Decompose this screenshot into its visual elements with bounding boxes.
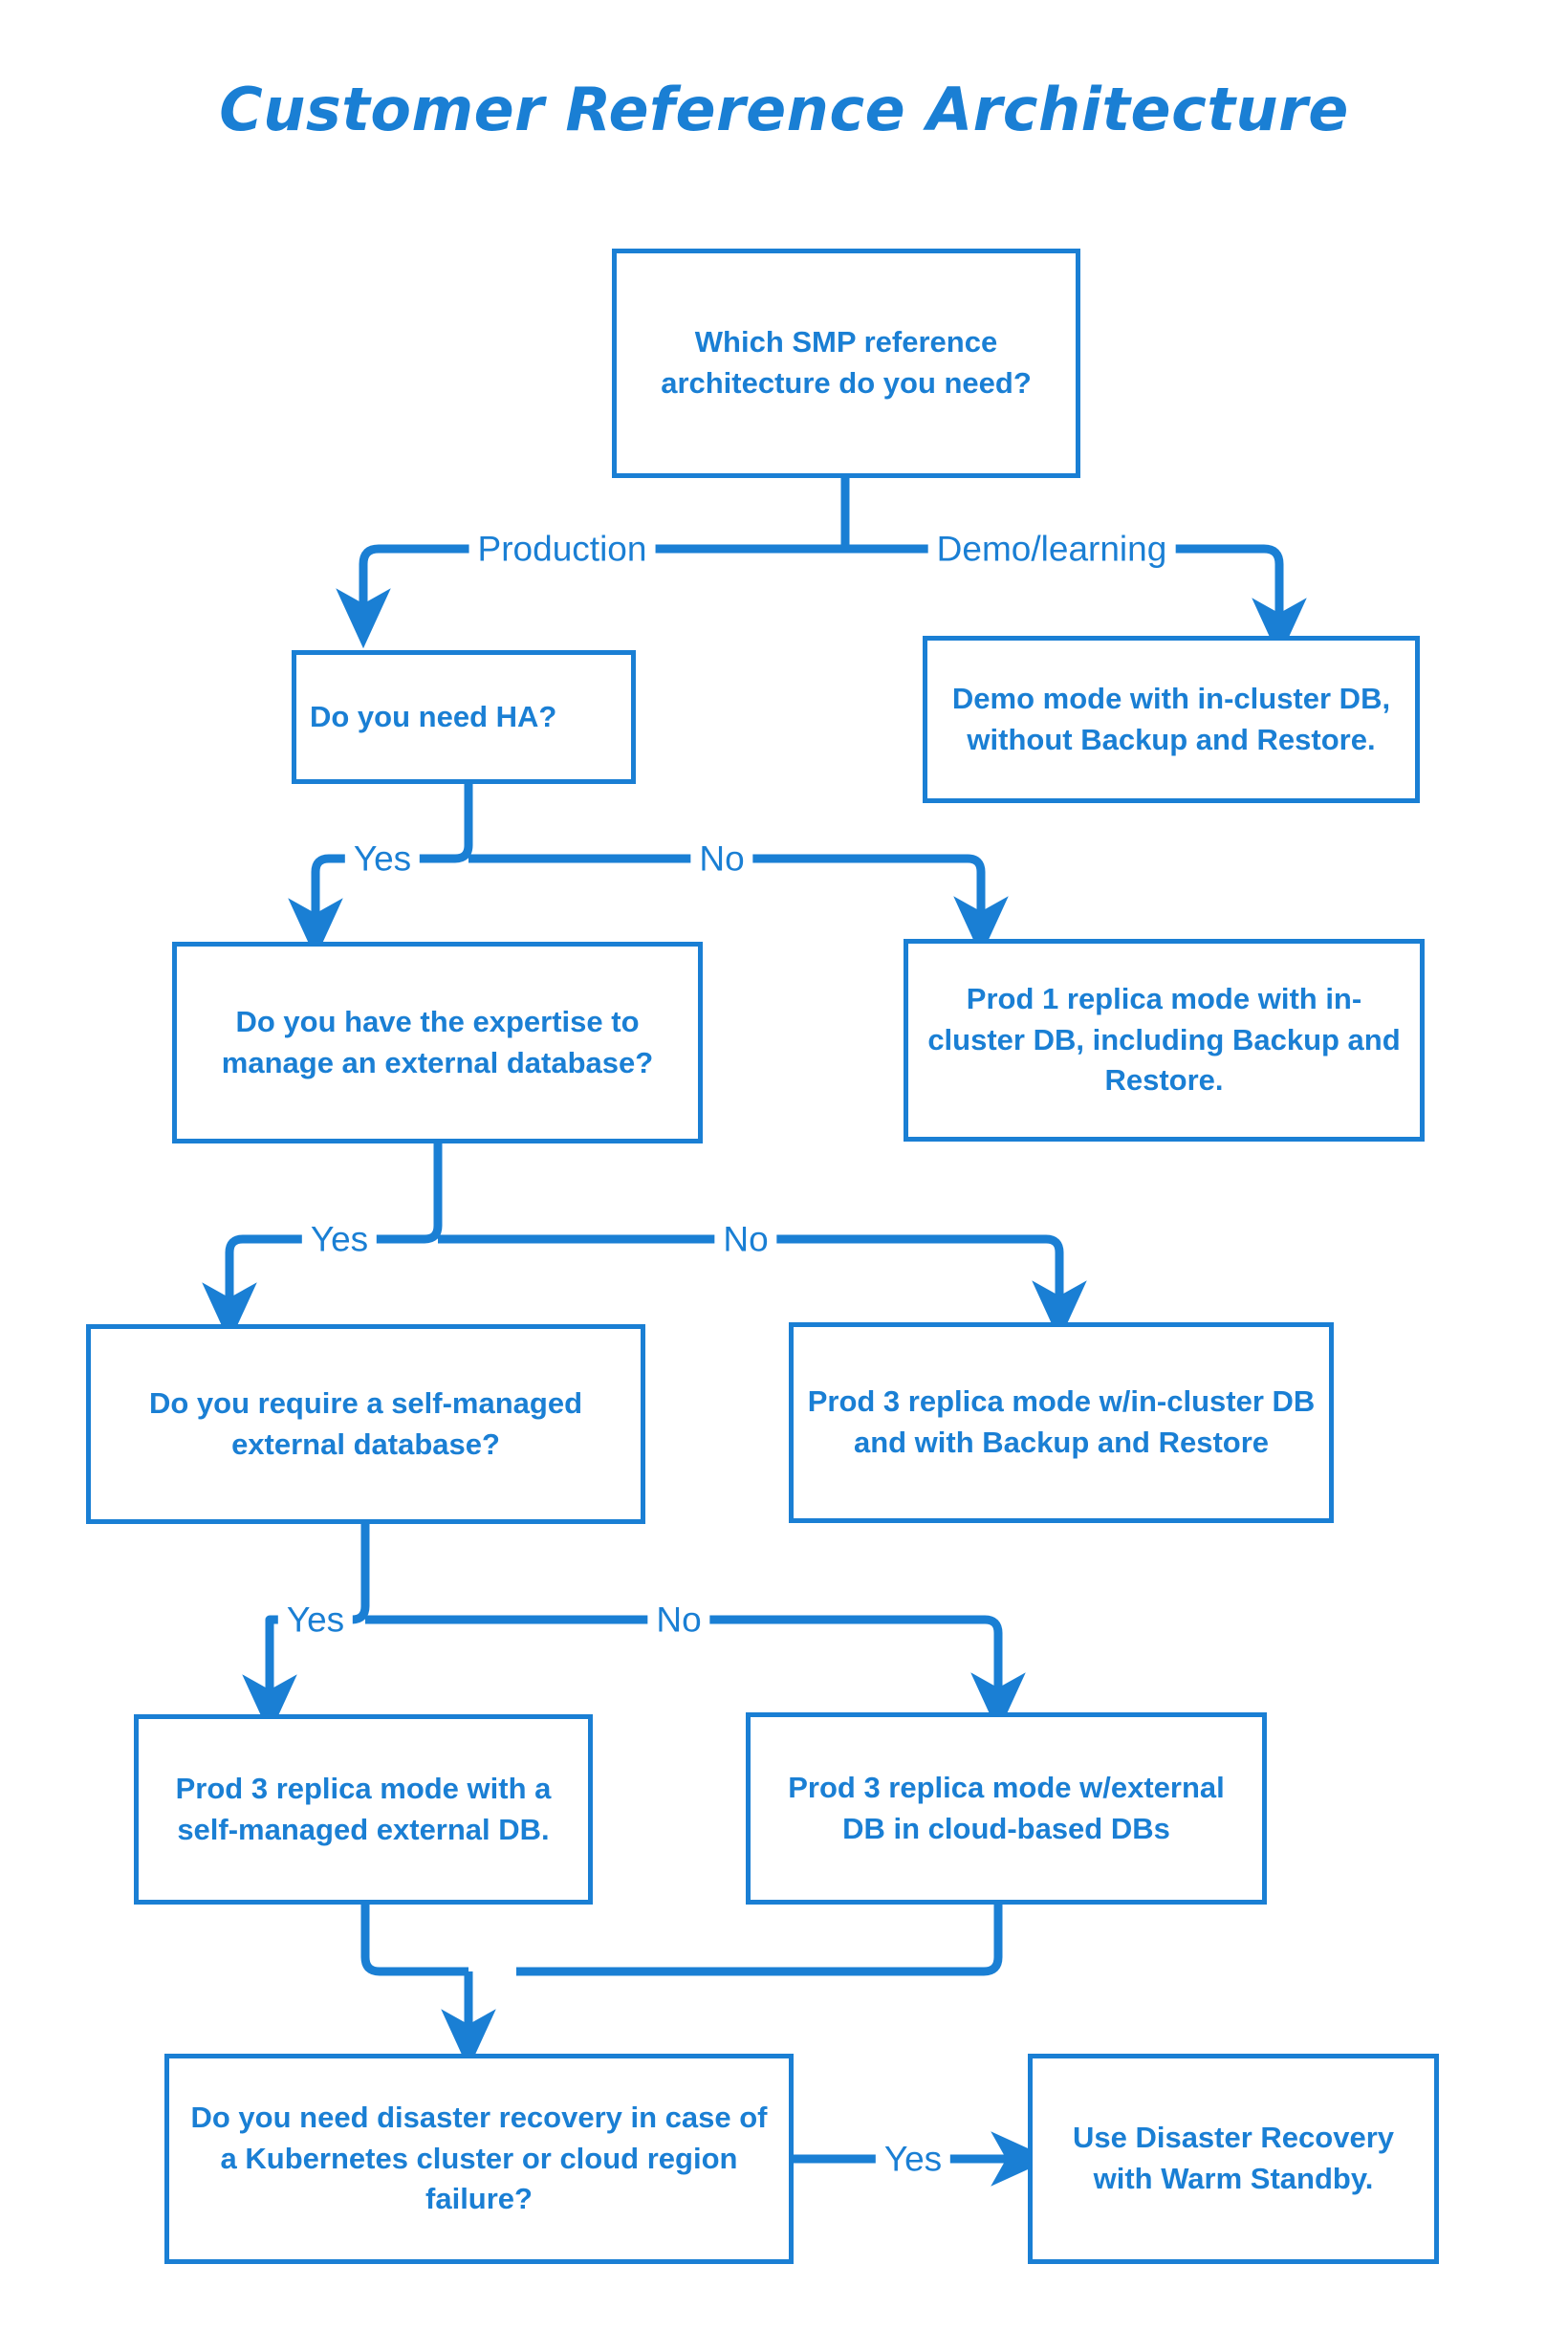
node-use-disaster-recovery-warm-standby[interactable]: Use Disaster Recovery with Warm Standby. <box>1028 2054 1439 2264</box>
edge-label-ha-no: No <box>690 840 753 877</box>
edge-label-dr-yes: Yes <box>875 2141 951 2177</box>
node-require-self-managed-external-db[interactable]: Do you require a self-managed external d… <box>86 1324 645 1524</box>
node-prod-3-self-managed-external-db[interactable]: Prod 3 replica mode with a self-managed … <box>134 1714 593 1905</box>
node-label: Do you need disaster recovery in case of… <box>190 2100 768 2216</box>
node-label: Do you need HA? <box>310 699 557 733</box>
edge-label-expertise-no: No <box>714 1221 777 1257</box>
node-label: Prod 3 replica mode w/in-cluster DB and … <box>807 1384 1316 1459</box>
edge-label-ha-yes: Yes <box>344 840 421 877</box>
node-label: Use Disaster Recovery with Warm Standby. <box>1072 2121 1395 2195</box>
node-do-you-need-ha[interactable]: Do you need HA? <box>292 650 636 784</box>
edge-label-production: Production <box>468 531 656 567</box>
node-prod-3-replica-in-cluster-db[interactable]: Prod 3 replica mode w/in-cluster DB and … <box>789 1322 1334 1523</box>
node-label: Which SMP reference architecture do you … <box>661 325 1032 400</box>
node-prod-1-replica-mode[interactable]: Prod 1 replica mode with in-cluster DB, … <box>904 939 1425 1142</box>
node-demo-mode-in-cluster-db[interactable]: Demo mode with in-cluster DB, without Ba… <box>923 636 1420 803</box>
node-prod-3-cloud-based-db[interactable]: Prod 3 replica mode w/external DB in clo… <box>746 1712 1267 1905</box>
edge-label-selfmanaged-no: No <box>647 1601 710 1638</box>
edge-label-selfmanaged-yes: Yes <box>277 1601 354 1638</box>
edge-merge-right <box>516 1905 1003 1976</box>
node-label: Demo mode with in-cluster DB, without Ba… <box>951 681 1391 756</box>
page-title: Customer Reference Architecture <box>219 75 1349 144</box>
edge-label-expertise-yes: Yes <box>301 1221 378 1257</box>
node-label: Do you have the expertise to manage an e… <box>221 1004 654 1079</box>
node-which-smp-reference-architecture[interactable]: Which SMP reference architecture do you … <box>612 249 1080 478</box>
node-label: Prod 3 replica mode with a self-managed … <box>175 1771 552 1846</box>
node-disaster-recovery-question[interactable]: Do you need disaster recovery in case of… <box>164 2054 794 2264</box>
edge-label-demo-learning: Demo/learning <box>927 531 1176 567</box>
node-label: Prod 3 replica mode w/external DB in clo… <box>788 1770 1225 1845</box>
edge-merge-left <box>360 1905 468 1976</box>
node-expertise-external-database[interactable]: Do you have the expertise to manage an e… <box>172 942 703 1143</box>
node-label: Prod 1 replica mode with in-cluster DB, … <box>927 981 1401 1098</box>
node-label: Do you require a self-managed external d… <box>148 1385 583 1461</box>
